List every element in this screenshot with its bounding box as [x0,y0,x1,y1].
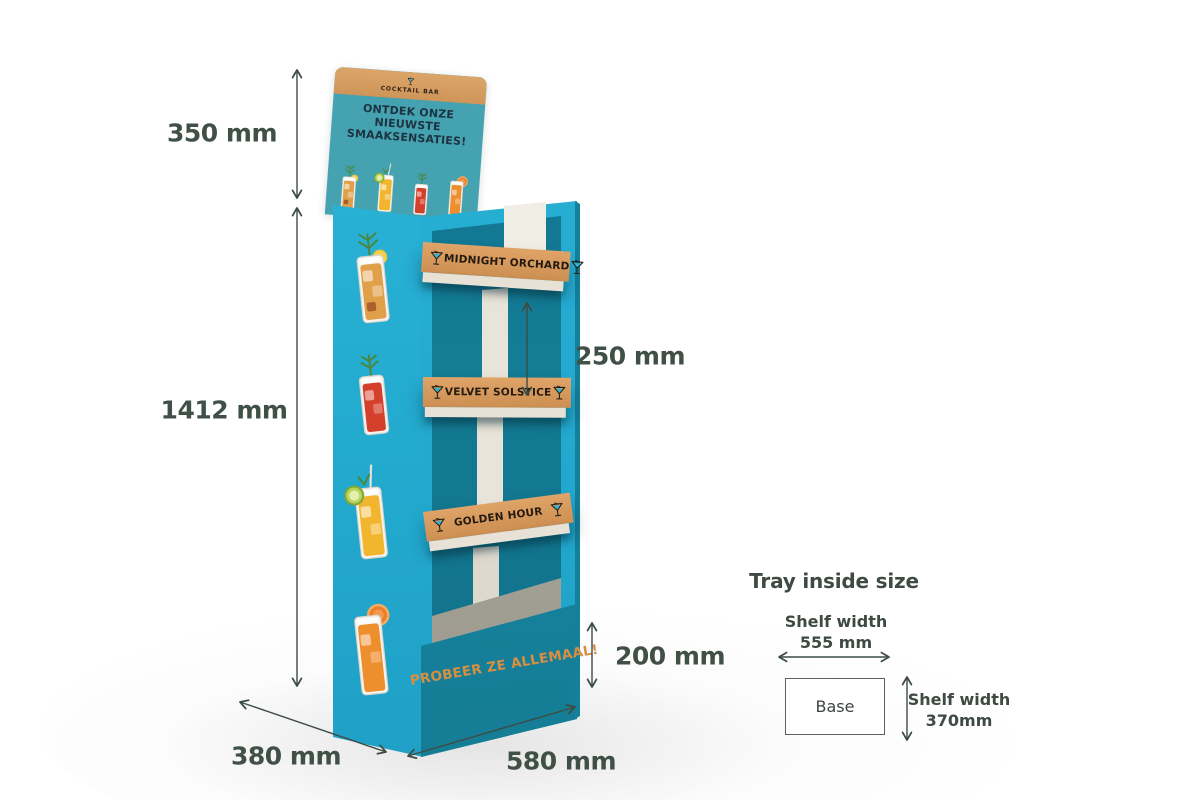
dimension-total-height: 1412 mm [160,395,288,425]
martini-glass-icon [570,259,584,274]
tray-width-label-line1: Shelf width [784,612,888,631]
tray-width-label: Shelf width 555 mm [785,611,888,653]
martini-glass-icon [430,249,443,265]
shelf-banner-label: VELVET SOLSTICE [444,386,552,399]
martini-glass-icon [550,500,564,517]
martini-glass-icon [552,384,565,399]
shelf-banner-label: MIDNIGHT ORCHARD [443,252,570,273]
dimension-header-height: 350 mm [167,118,278,148]
dimension-width: 580 mm [506,746,617,776]
cocktail-image-amber [353,231,395,325]
shelf-banner-2: VELVET SOLSTICE [422,377,571,408]
brand-band: COCKTAIL BAR [333,66,488,105]
tray-depth-label: Shelf width 370mm [908,689,1011,731]
martini-glass-icon [431,384,444,399]
dimension-shelf-spacing: 250 mm [575,341,686,371]
header-headline: ONTDEK ONZE NIEUWSTE SMAAKSENSATIES! [330,100,484,150]
dimension-base-height: 200 mm [615,641,726,671]
martini-glass-icon [407,77,415,86]
cocktail-image-citrus [371,161,395,213]
cocktail-image-red [355,352,391,437]
shelf-banner-label: GOLDEN HOUR [453,505,544,529]
brand-name: COCKTAIL BAR [380,85,440,97]
base-box: Base [785,678,885,735]
cocktail-image-red [412,172,430,216]
tray-depth-label-line2: 370mm [925,711,993,730]
tray-diagram-title: Tray inside size [749,569,919,593]
base-label: Base [815,697,855,716]
cocktail-image-citrus [341,462,389,562]
header-card: COCKTAIL BAR ONTDEK ONZE NIEUWSTE SMAAKS… [324,66,488,226]
tray-depth-label-line1: Shelf width [907,690,1011,709]
dimension-depth: 380 mm [231,741,342,771]
tray-width-label-line2: 555 mm [799,633,873,652]
